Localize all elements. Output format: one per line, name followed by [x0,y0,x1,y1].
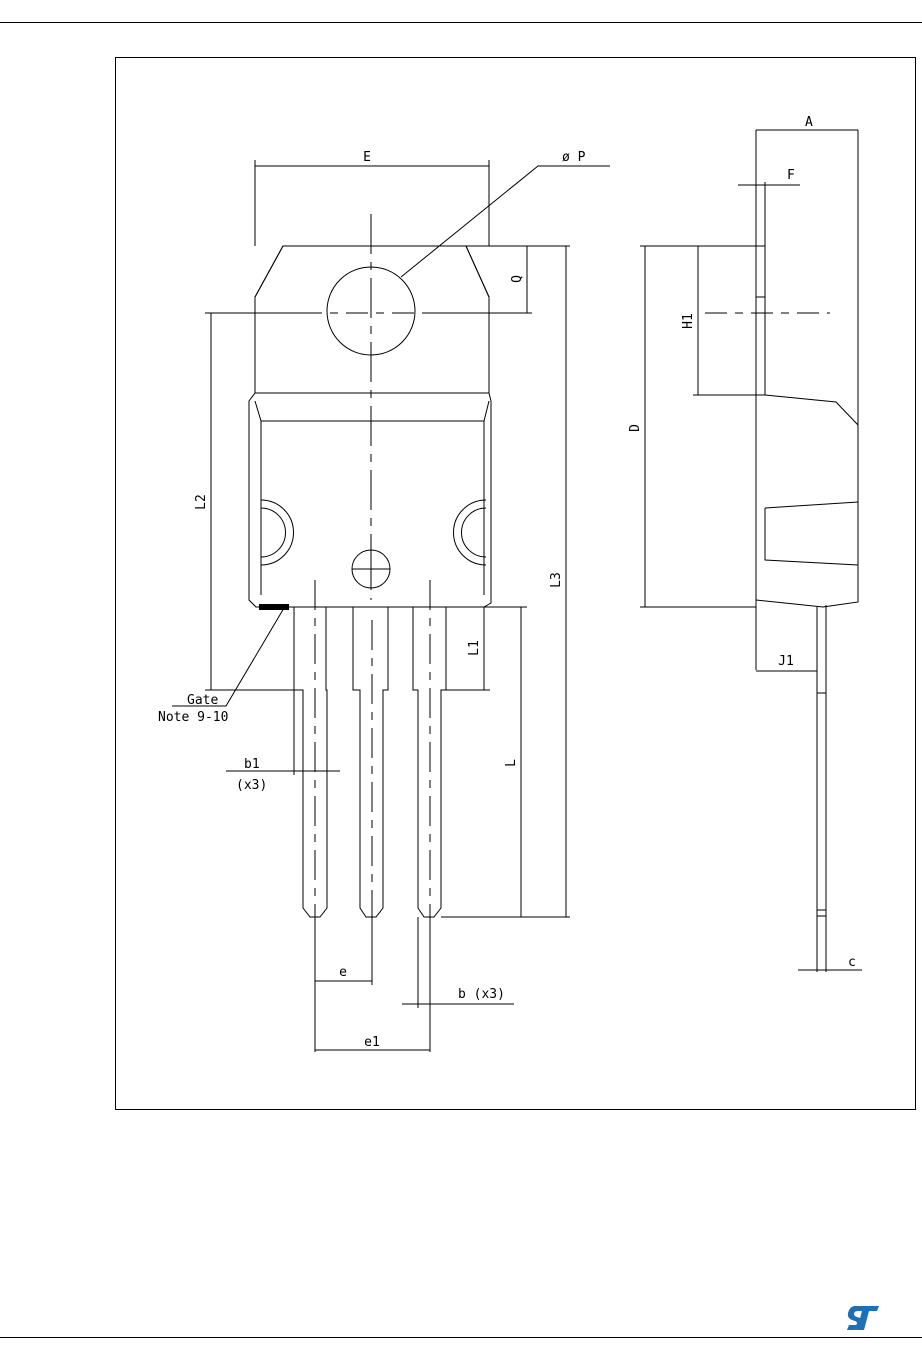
tab-outline [254,245,490,394]
dimension-labels: E ø P A F Q H1 D L2 L3 L1 L J1 Gate Note… [158,115,856,1050]
pins [293,580,447,918]
drawing-frame [115,57,916,1110]
label-J1: J1 [778,654,794,669]
side-tab [756,245,766,396]
side-dimensions [640,129,862,971]
label-L3: L3 [549,572,564,588]
header-rule [0,22,922,23]
label-b1: b1 [244,757,260,772]
label-Q: Q [510,275,525,283]
label-L1: L1 [467,640,482,656]
label-gate: Gate [187,693,218,708]
label-F: F [787,168,795,183]
label-A: A [805,115,813,130]
side-view [705,130,859,972]
label-e: e [339,965,347,980]
label-c: c [848,955,856,970]
label-b1-x3: (x3) [236,778,267,793]
footer-rule [0,1337,922,1338]
label-L2: L2 [194,494,209,510]
label-H1: H1 [681,313,696,329]
front-view [248,214,492,918]
label-L: L [504,759,519,767]
body-outline [248,392,492,608]
label-phiP: ø P [562,150,586,165]
label-note: Note 9-10 [158,710,228,725]
st-logo-icon [847,1306,879,1330]
left-notch [260,499,294,566]
gate-mark [259,604,289,610]
side-lead [816,605,827,972]
label-e1: e1 [364,1035,380,1050]
label-E: E [363,150,371,165]
label-D: D [628,424,643,432]
side-body [755,394,859,608]
front-dimensions [172,160,610,1052]
label-b-x3: b (x3) [458,987,505,1002]
right-notch [453,499,487,566]
